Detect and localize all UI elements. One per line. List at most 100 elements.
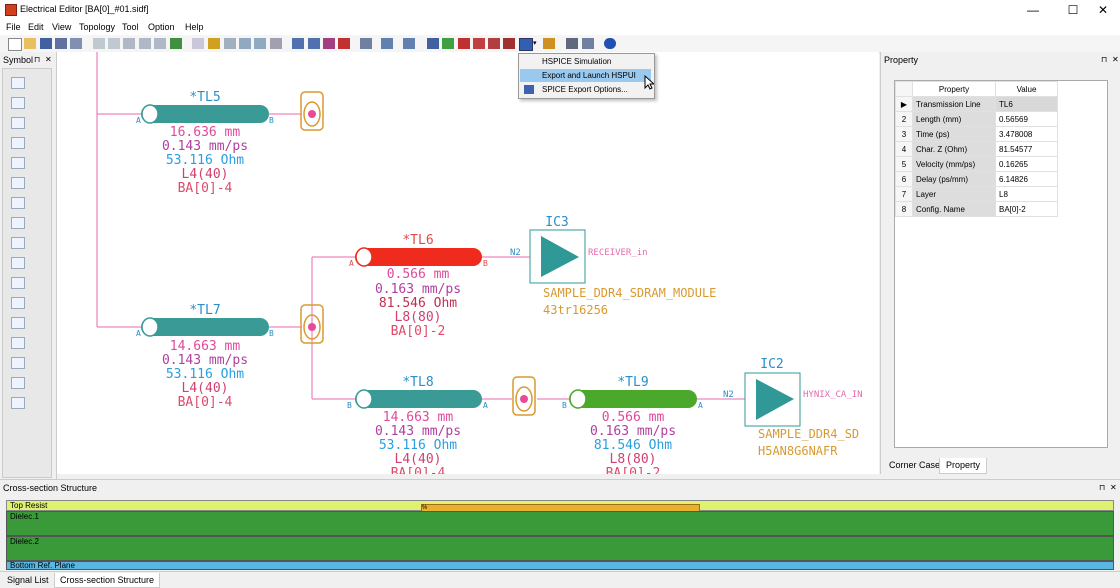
waveform-icon[interactable] [427,38,439,49]
table-row[interactable]: 7 Layer L8 [895,186,1058,202]
align-icon[interactable] [123,38,135,49]
table-chart-icon[interactable] [403,38,415,49]
capacitor-symbol-icon[interactable] [11,257,25,269]
crosstalk-icon[interactable] [458,38,470,49]
select-icon[interactable] [192,38,204,49]
route-icon[interactable] [360,38,372,49]
menu-option[interactable]: Option [148,22,175,32]
save-icon[interactable] [40,38,52,49]
refresh-icon[interactable] [582,38,594,49]
tristate-symbol-icon[interactable] [11,197,25,209]
zoom-box-icon[interactable] [224,38,236,49]
wire-icon[interactable] [292,38,304,49]
col-header-value[interactable]: Value [995,81,1058,97]
table-row[interactable]: 5 Velocity (mm/ps) 0.16265 [895,156,1058,172]
pin-icon[interactable]: ⊓ [1101,55,1108,64]
spice-icon[interactable] [519,38,533,51]
menu-topology[interactable]: Topology [79,22,116,32]
pin-icon[interactable]: ⊓ [1099,483,1106,492]
print-icon[interactable] [70,38,82,49]
table-row[interactable]: ▶ Transmission Line TL6 [895,96,1058,112]
zoom-in-icon[interactable] [239,38,251,49]
package-symbol-icon[interactable] [11,397,25,409]
help-icon[interactable] [604,38,616,49]
tab-signal-list[interactable]: Signal List [7,575,49,585]
menu-file[interactable]: File [6,22,21,32]
redo-icon[interactable] [108,38,120,49]
settings-icon[interactable] [566,38,578,49]
layer-bottom-ref-plane[interactable]: Bottom Ref. Plane [6,561,1114,570]
close-icon[interactable]: ✕ [1112,55,1119,64]
layer-dielec-2[interactable]: Dielec.2 [6,536,1114,561]
bidir-symbol-icon[interactable] [11,117,25,129]
tab-cross-section-structure[interactable]: Cross-section Structure [54,573,161,588]
property-value[interactable]: TL6 [995,96,1058,112]
menu-view[interactable]: View [52,22,72,32]
port-symbol-icon[interactable] [11,337,25,349]
output-symbol-icon[interactable] [11,177,25,189]
menu-hspice-simulation[interactable]: HSPICE Simulation [542,57,612,66]
close-icon[interactable]: ✕ [1110,483,1117,492]
connect-icon[interactable] [308,38,320,49]
grid-icon[interactable] [170,38,182,49]
property-value[interactable]: 3.478008 [995,126,1058,142]
tab-corner-case[interactable]: Corner Case [889,460,941,470]
new-file-icon[interactable] [8,38,22,51]
net-icon[interactable] [323,38,335,49]
close-icon[interactable]: ✕ [45,55,52,64]
analysis-icon[interactable] [473,38,485,49]
report-icon[interactable] [488,38,500,49]
property-value[interactable]: 0.56569 [995,111,1058,127]
close-button[interactable]: ✕ [1097,3,1109,17]
coupled-line-symbol-icon[interactable] [11,297,25,309]
maximize-button[interactable]: ☐ [1067,3,1079,17]
stackup-icon[interactable] [543,38,555,49]
driver-symbol-icon[interactable] [11,77,25,89]
property-value[interactable]: 0.16265 [995,156,1058,172]
tl8-layer: L4(40) [395,452,442,467]
connector-symbol-icon[interactable] [11,357,25,369]
property-value[interactable]: L8 [995,186,1058,202]
schematic-canvas[interactable]: *TL5 A B 16.636 mm 0.143 mm/ps 53.116 Oh… [57,52,879,474]
property-value[interactable]: BA[0]-2 [995,201,1058,217]
table-row[interactable]: 6 Delay (ps/mm) 6.14826 [895,171,1058,187]
buffer-symbol-icon[interactable] [11,137,25,149]
io-symbol-icon[interactable] [11,157,25,169]
zoom-out-icon[interactable] [254,38,266,49]
menu-help[interactable]: Help [185,22,204,32]
receiver-symbol-icon[interactable] [11,97,25,109]
table-icon[interactable] [270,38,282,49]
menu-spice-export-options[interactable]: SPICE Export Options... [542,85,628,94]
distribute-icon[interactable] [139,38,151,49]
via-symbol-icon[interactable] [11,317,25,329]
save-all-icon[interactable] [55,38,67,49]
minimize-button[interactable]: — [1027,3,1039,17]
tab-property[interactable]: Property [939,458,988,474]
delete-net-icon[interactable] [338,38,350,49]
table-row[interactable]: 8 Config. Name BA[0]-2 [895,201,1058,217]
tline-symbol-icon[interactable] [11,277,25,289]
table-row[interactable]: 4 Char. Z (Ohm) 81.54577 [895,141,1058,157]
eye-diagram-icon[interactable] [442,38,454,49]
layer-dielec-1[interactable]: Dielec.1 [6,511,1114,536]
menu-tool[interactable]: Tool [122,22,139,32]
col-header-property[interactable]: Property [912,81,996,97]
inductor-symbol-icon[interactable] [11,237,25,249]
menu-edit[interactable]: Edit [28,22,44,32]
property-value[interactable]: 6.14826 [995,171,1058,187]
fit-icon[interactable] [208,38,220,49]
chart-icon[interactable] [381,38,393,49]
toolbar: ▾ [0,35,1120,53]
open-folder-icon[interactable] [24,38,36,49]
spice-dropdown-arrow-icon[interactable]: ▾ [533,40,537,47]
undo-icon[interactable] [93,38,105,49]
resistor-symbol-icon[interactable] [11,217,25,229]
pin-icon[interactable]: ⊓ [34,55,41,64]
menu-export-launch-hspui[interactable]: Export and Launch HSPUI [520,69,651,82]
ground-symbol-icon[interactable] [11,377,25,389]
property-value[interactable]: 81.54577 [995,141,1058,157]
export-icon[interactable] [503,38,515,49]
table-row[interactable]: 2 Length (mm) 0.56569 [895,111,1058,127]
table-row[interactable]: 3 Time (ps) 3.478008 [895,126,1058,142]
layout-icon[interactable] [154,38,166,49]
